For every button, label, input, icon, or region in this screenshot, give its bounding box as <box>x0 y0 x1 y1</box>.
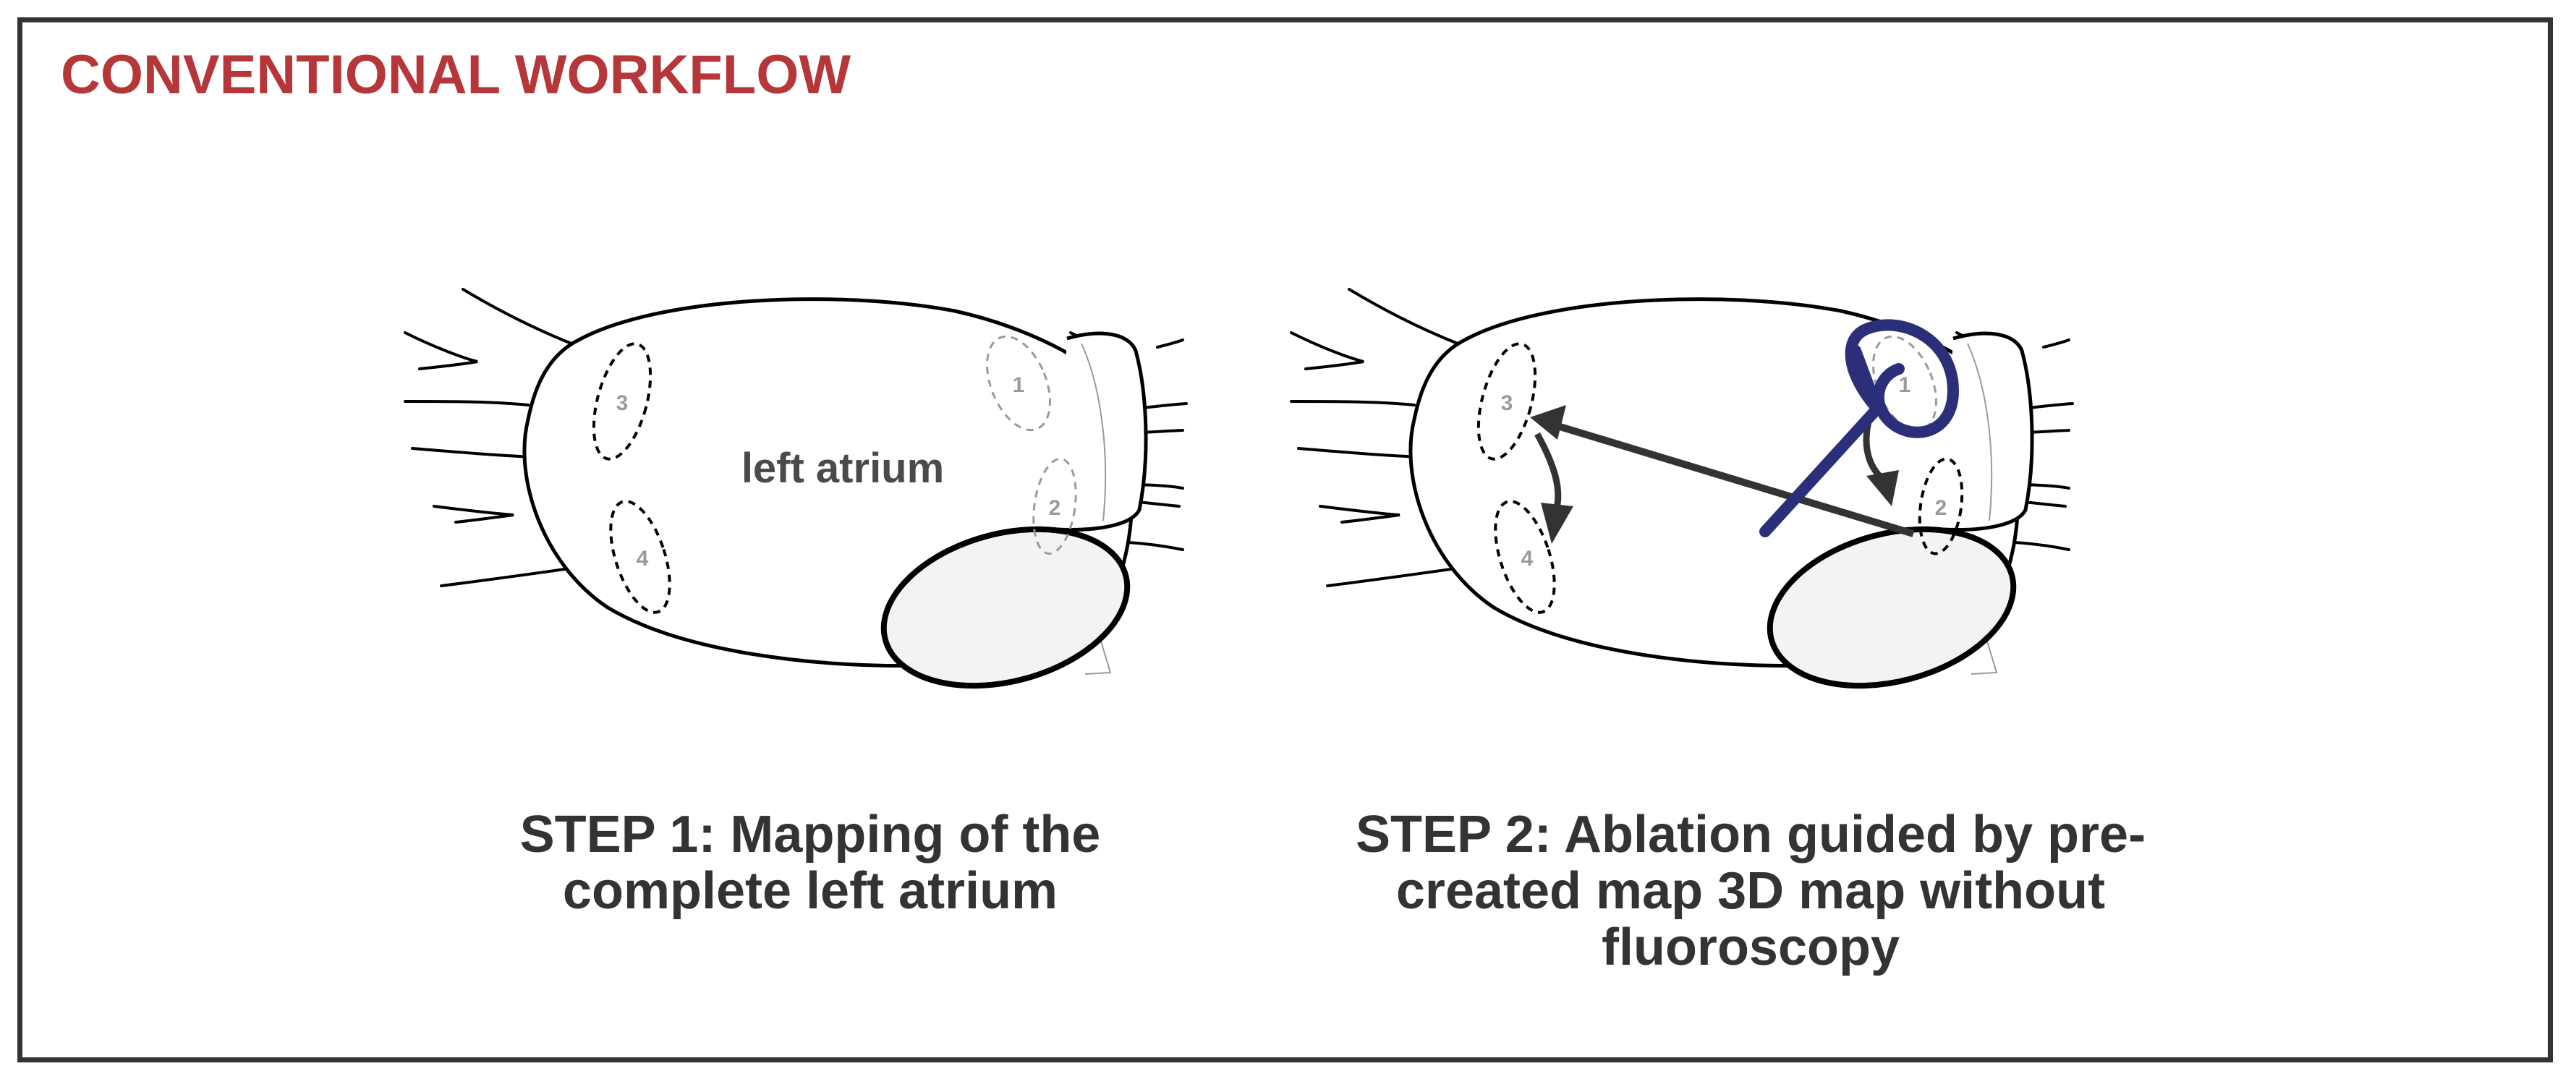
vein-label-3: 3 <box>616 391 629 415</box>
long-arrow <box>1547 419 1915 537</box>
vein-label-3: 3 <box>1501 391 1513 415</box>
vein-ostium-2 <box>1032 458 1077 555</box>
vein-ostium-3 <box>1476 342 1537 461</box>
step-1-caption: STEP 1: Mapping of the complete left atr… <box>519 806 1101 920</box>
vein-ostium-3 <box>592 342 652 461</box>
vein-label-2: 2 <box>1935 496 1947 520</box>
atrium-outline-2 <box>1291 289 2073 711</box>
atrium-outline-1 <box>405 289 1186 711</box>
curved-arrow-to-2-head <box>1866 470 1899 506</box>
left-atrium-label: left atrium <box>741 445 944 492</box>
vein-ostium-2 <box>1918 457 1964 555</box>
long-arrow-head <box>1530 405 1566 440</box>
vein-label-1: 1 <box>1013 373 1025 397</box>
vein-label-4: 4 <box>637 547 649 571</box>
vein-label-4: 4 <box>1521 547 1534 571</box>
vein-ostium-1 <box>986 335 1051 432</box>
diagram-frame <box>17 17 2553 1062</box>
curved-arrow-3-to-4-head <box>1541 503 1573 544</box>
vein-ostium-4 <box>1494 500 1556 614</box>
ablation-catheter <box>1759 319 1959 537</box>
vein-label-2: 2 <box>1049 496 1061 520</box>
vein-ostium-4 <box>609 500 671 614</box>
atrium-panel-2: 1 2 3 4 <box>1291 289 2073 711</box>
atrium-panel-1: 1 2 3 4 left atrium <box>405 289 1186 711</box>
step-2-caption: STEP 2: Ablation guided by pre- created … <box>1355 806 2146 976</box>
diagram-title: CONVENTIONAL WORKFLOW <box>61 44 851 106</box>
vein-label-1: 1 <box>1899 373 1911 397</box>
